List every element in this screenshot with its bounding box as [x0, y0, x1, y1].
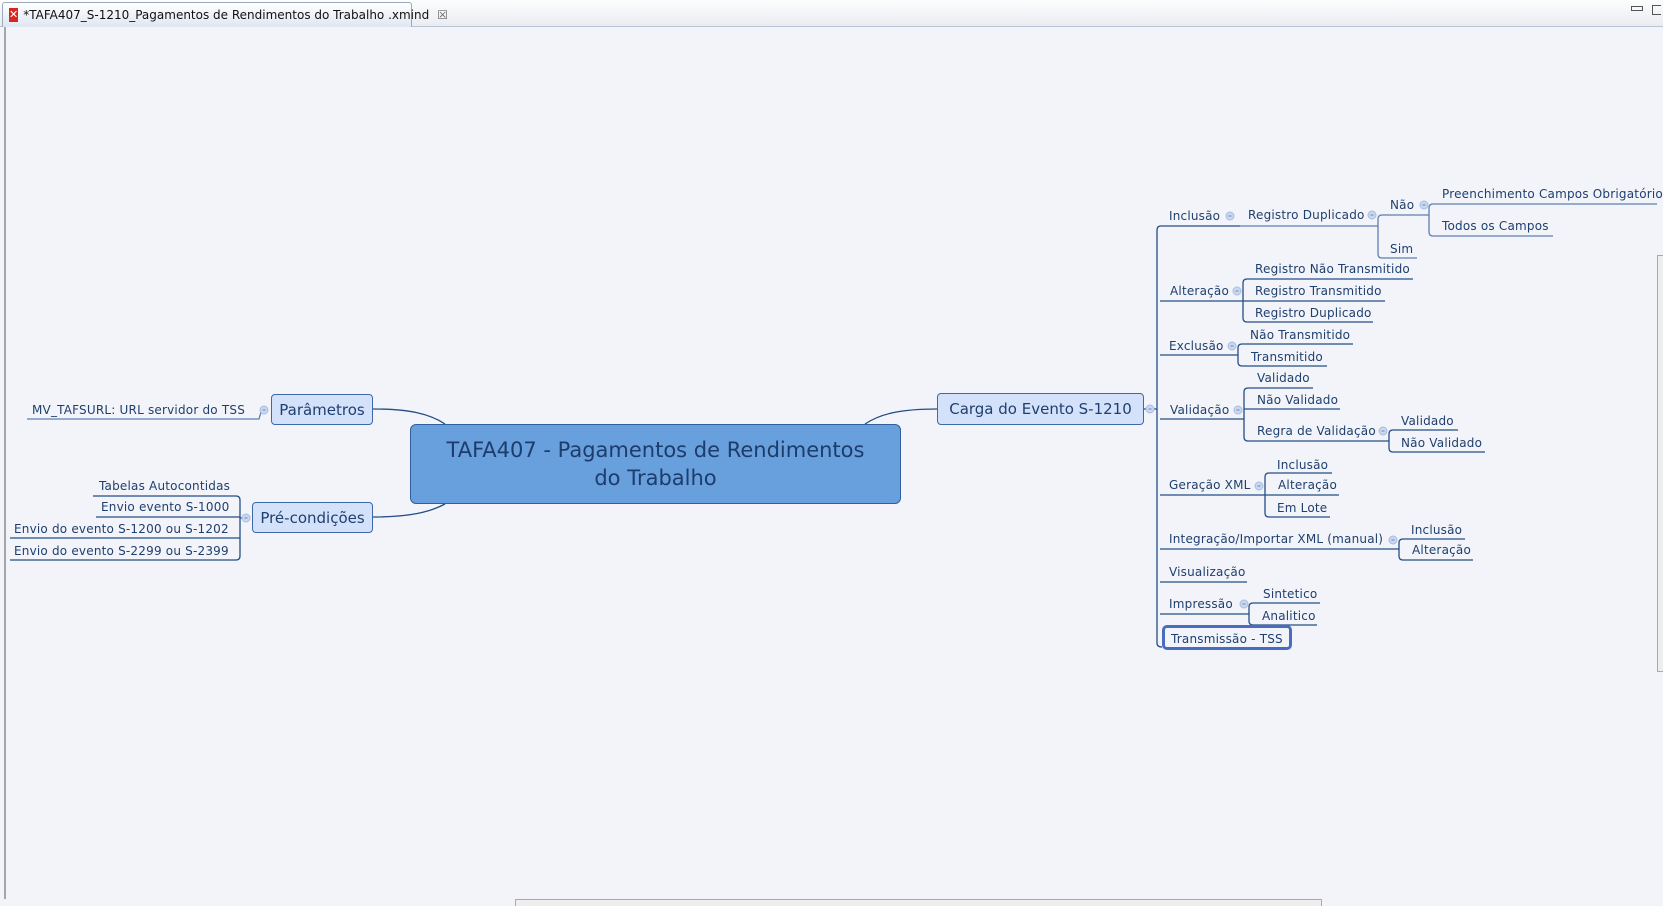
subtopic[interactable]: Validado — [1401, 414, 1454, 428]
horizontal-scrollbar[interactable] — [515, 899, 1322, 906]
subtopic[interactable]: Não Transmitido — [1250, 328, 1351, 342]
subtopic[interactable]: Regra de Validação — [1257, 424, 1376, 438]
close-icon[interactable]: ☒ — [437, 8, 449, 22]
subtopic[interactable]: Inclusão — [1277, 458, 1329, 472]
collapse-toggle-icon[interactable] — [241, 513, 251, 523]
collapse-toggle-icon[interactable] — [1233, 405, 1243, 415]
collapse-toggle-icon[interactable] — [1388, 535, 1398, 545]
subtopic-validacao[interactable]: Validação — [1170, 403, 1230, 417]
topic-label: Parâmetros — [279, 400, 365, 419]
subtopic[interactable]: Registro Duplicado — [1248, 208, 1365, 222]
subtopic[interactable]: Inclusão — [1411, 523, 1463, 537]
subtopic[interactable]: Não Validado — [1401, 436, 1483, 450]
subtopic-impressao[interactable]: Impressão — [1169, 597, 1233, 611]
subtopic[interactable]: Envio do evento S-1200 ou S-1202 — [14, 522, 229, 536]
subtopic[interactable]: Validado — [1257, 371, 1310, 385]
collapse-toggle-icon[interactable] — [1419, 200, 1429, 210]
xmind-icon: ✕ — [9, 8, 19, 22]
subtopic[interactable]: Não Validado — [1257, 393, 1339, 407]
vertical-scrollbar[interactable] — [1657, 255, 1663, 672]
subtopic[interactable]: Alteração — [1278, 478, 1338, 492]
collapse-toggle-icon[interactable] — [1145, 404, 1155, 414]
collapse-toggle-icon[interactable] — [1254, 481, 1264, 491]
subtopic[interactable]: Analitico — [1262, 609, 1316, 623]
editor-left-border — [4, 27, 6, 899]
collapse-toggle-icon[interactable] — [1232, 286, 1242, 296]
central-topic-label: TAFA407 - Pagamentos de Rendimentos do T… — [446, 438, 865, 490]
minimize-button[interactable] — [1631, 6, 1643, 11]
tab-title: *TAFA407_S-1210_Pagamentos de Rendimento… — [23, 8, 430, 22]
subtopic[interactable]: Não — [1390, 198, 1415, 212]
subtopic[interactable]: Alteração — [1412, 543, 1472, 557]
collapse-toggle-icon[interactable] — [1378, 426, 1388, 436]
editor-tab[interactable]: ✕ *TAFA407_S-1210_Pagamentos de Rendimen… — [2, 2, 448, 27]
topic-label: Pré-condições — [260, 508, 365, 527]
collapse-toggle-icon[interactable] — [259, 405, 269, 415]
subtopic[interactable]: Sintetico — [1263, 587, 1318, 601]
subtopic-geracao-xml[interactable]: Geração XML — [1169, 478, 1251, 492]
subtopic[interactable]: Registro Duplicado — [1255, 306, 1372, 320]
subtopic[interactable]: Tabelas Autocontidas — [99, 479, 231, 493]
subtopic-label: Transmissão - TSS — [1171, 632, 1283, 646]
subtopic[interactable]: Em Lote — [1277, 501, 1328, 515]
subtopic-alteracao[interactable]: Alteração — [1170, 284, 1230, 298]
subtopic[interactable]: Registro Transmitido — [1255, 284, 1382, 298]
subtopic[interactable]: Todos os Campos — [1442, 219, 1549, 233]
subtopic-exclusao[interactable]: Exclusão — [1169, 339, 1224, 353]
topic-precondicoes[interactable]: Pré-condições — [252, 502, 373, 533]
subtopic[interactable]: Envio do evento S-2299 ou S-2399 — [14, 544, 229, 558]
maximize-button[interactable] — [1652, 5, 1661, 15]
subtopic-inclusao[interactable]: Inclusão — [1169, 209, 1221, 223]
subtopic[interactable]: Envio evento S-1000 — [101, 500, 230, 514]
subtopic[interactable]: Preenchimento Campos Obrigatório — [1442, 187, 1663, 201]
collapse-toggle-icon[interactable] — [1239, 599, 1249, 609]
collapse-toggle-icon[interactable] — [1367, 210, 1377, 220]
subtopic-visualizacao[interactable]: Visualização — [1169, 565, 1246, 579]
central-topic[interactable]: TAFA407 - Pagamentos de Rendimentos do T… — [410, 424, 901, 504]
collapse-toggle-icon[interactable] — [1227, 341, 1237, 351]
subtopic[interactable]: Registro Não Transmitido — [1255, 262, 1410, 276]
editor-tab-bar: ✕ *TAFA407_S-1210_Pagamentos de Rendimen… — [0, 0, 1663, 27]
topic-label: Carga do Evento S-1210 — [949, 400, 1132, 418]
subtopic-integracao[interactable]: Integração/Importar XML (manual) — [1169, 532, 1384, 546]
subtopic[interactable]: Sim — [1390, 242, 1414, 256]
subtopic[interactable]: MV_TAFSURL: URL servidor do TSS — [32, 403, 246, 417]
collapse-toggle-icon[interactable] — [1225, 211, 1235, 221]
topic-carga-evento[interactable]: Carga do Evento S-1210 — [937, 393, 1144, 425]
subtopic-transmissao-selected[interactable]: Transmissão - TSS — [1162, 625, 1292, 650]
subtopic[interactable]: Transmitido — [1251, 350, 1323, 364]
topic-parametros[interactable]: Parâmetros — [271, 394, 373, 425]
